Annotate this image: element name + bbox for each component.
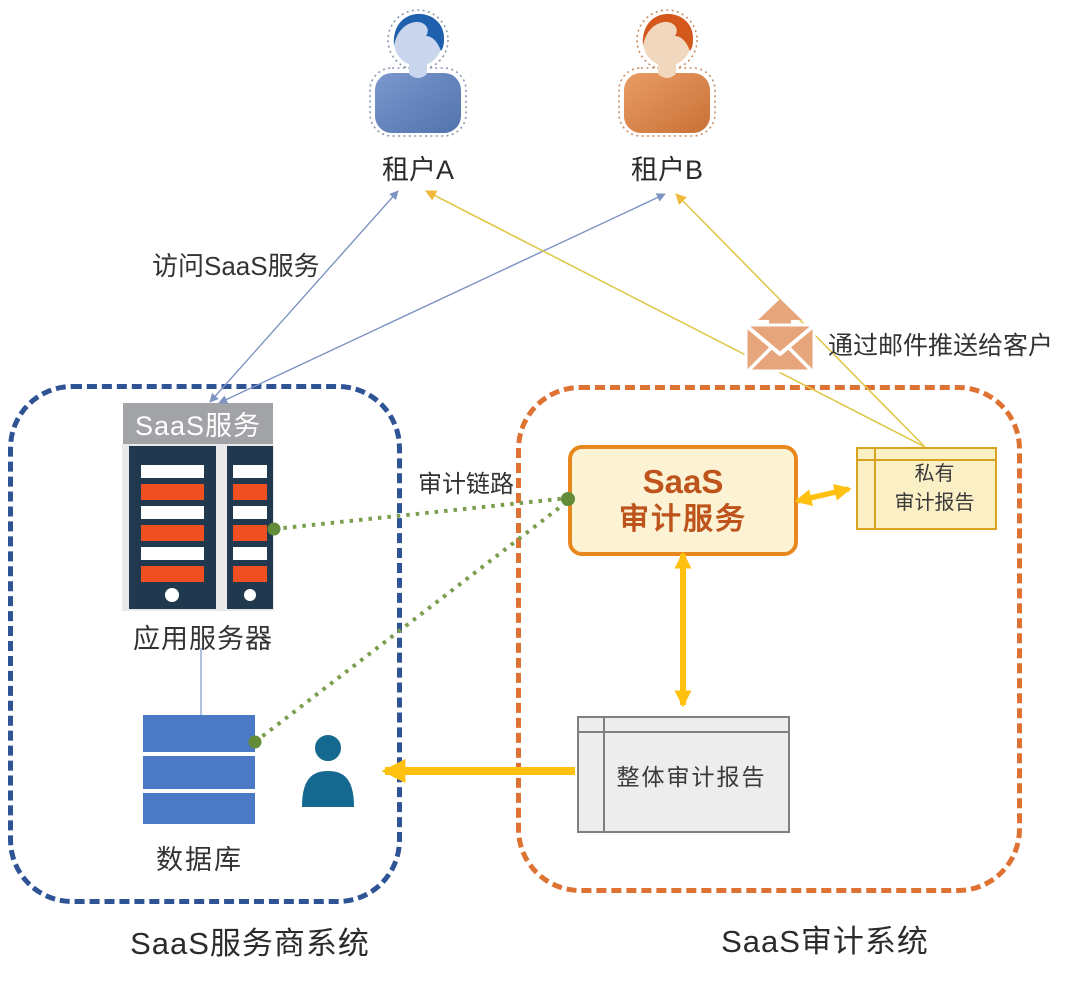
audit-link-note: 审计链路 (418, 471, 514, 498)
saas-service-label: SaaS服务 (123, 403, 273, 444)
line-tenantA-saas-service (209, 190, 399, 403)
overall-report-text: 整体审计报告 (616, 763, 767, 790)
email-icon (740, 297, 820, 377)
private-report-vline (874, 449, 876, 528)
tenant-a-label: 租户A (381, 155, 454, 185)
auditor-person-icon (300, 731, 356, 807)
private-report-hline (858, 459, 995, 461)
overall-report-vline (603, 718, 605, 831)
audit-system-label: SaaS审计系统 (721, 924, 929, 959)
line-tenantB-saas-service (218, 193, 666, 404)
database-label: 数据库 (156, 845, 243, 875)
overall-audit-report-box: 整体审计报告 (577, 716, 790, 833)
access-saas-note: 访问SaaS服务 (152, 251, 320, 281)
overall-report-hline (579, 731, 788, 733)
tenant-b-label: 租户B (630, 155, 703, 185)
tenant-b-avatar (617, 6, 717, 140)
database-icon (142, 715, 256, 825)
tenant-b-avatar-icon (618, 9, 716, 137)
app-server-label: 应用服务器 (133, 624, 273, 654)
tenant-a-avatar-icon (369, 9, 467, 137)
private-audit-report-box: 私有 审计报告 (856, 447, 997, 530)
tenant-a-avatar (368, 6, 468, 140)
saas-audit-service-line2: 审计服务 (619, 503, 747, 537)
email-push-note: 通过邮件推送给客户 (828, 332, 1054, 360)
saas-audit-service-line1: SaaS (642, 463, 724, 501)
private-report-line1: 私有 (914, 462, 955, 485)
private-report-line2: 审计报告 (894, 491, 975, 514)
provider-system-label: SaaS服务商系统 (130, 926, 370, 961)
saas-audit-service-box: SaaS 审计服务 (568, 445, 798, 556)
app-server-icon (122, 444, 274, 612)
private-report-text: 私有 审计报告 (879, 460, 975, 518)
